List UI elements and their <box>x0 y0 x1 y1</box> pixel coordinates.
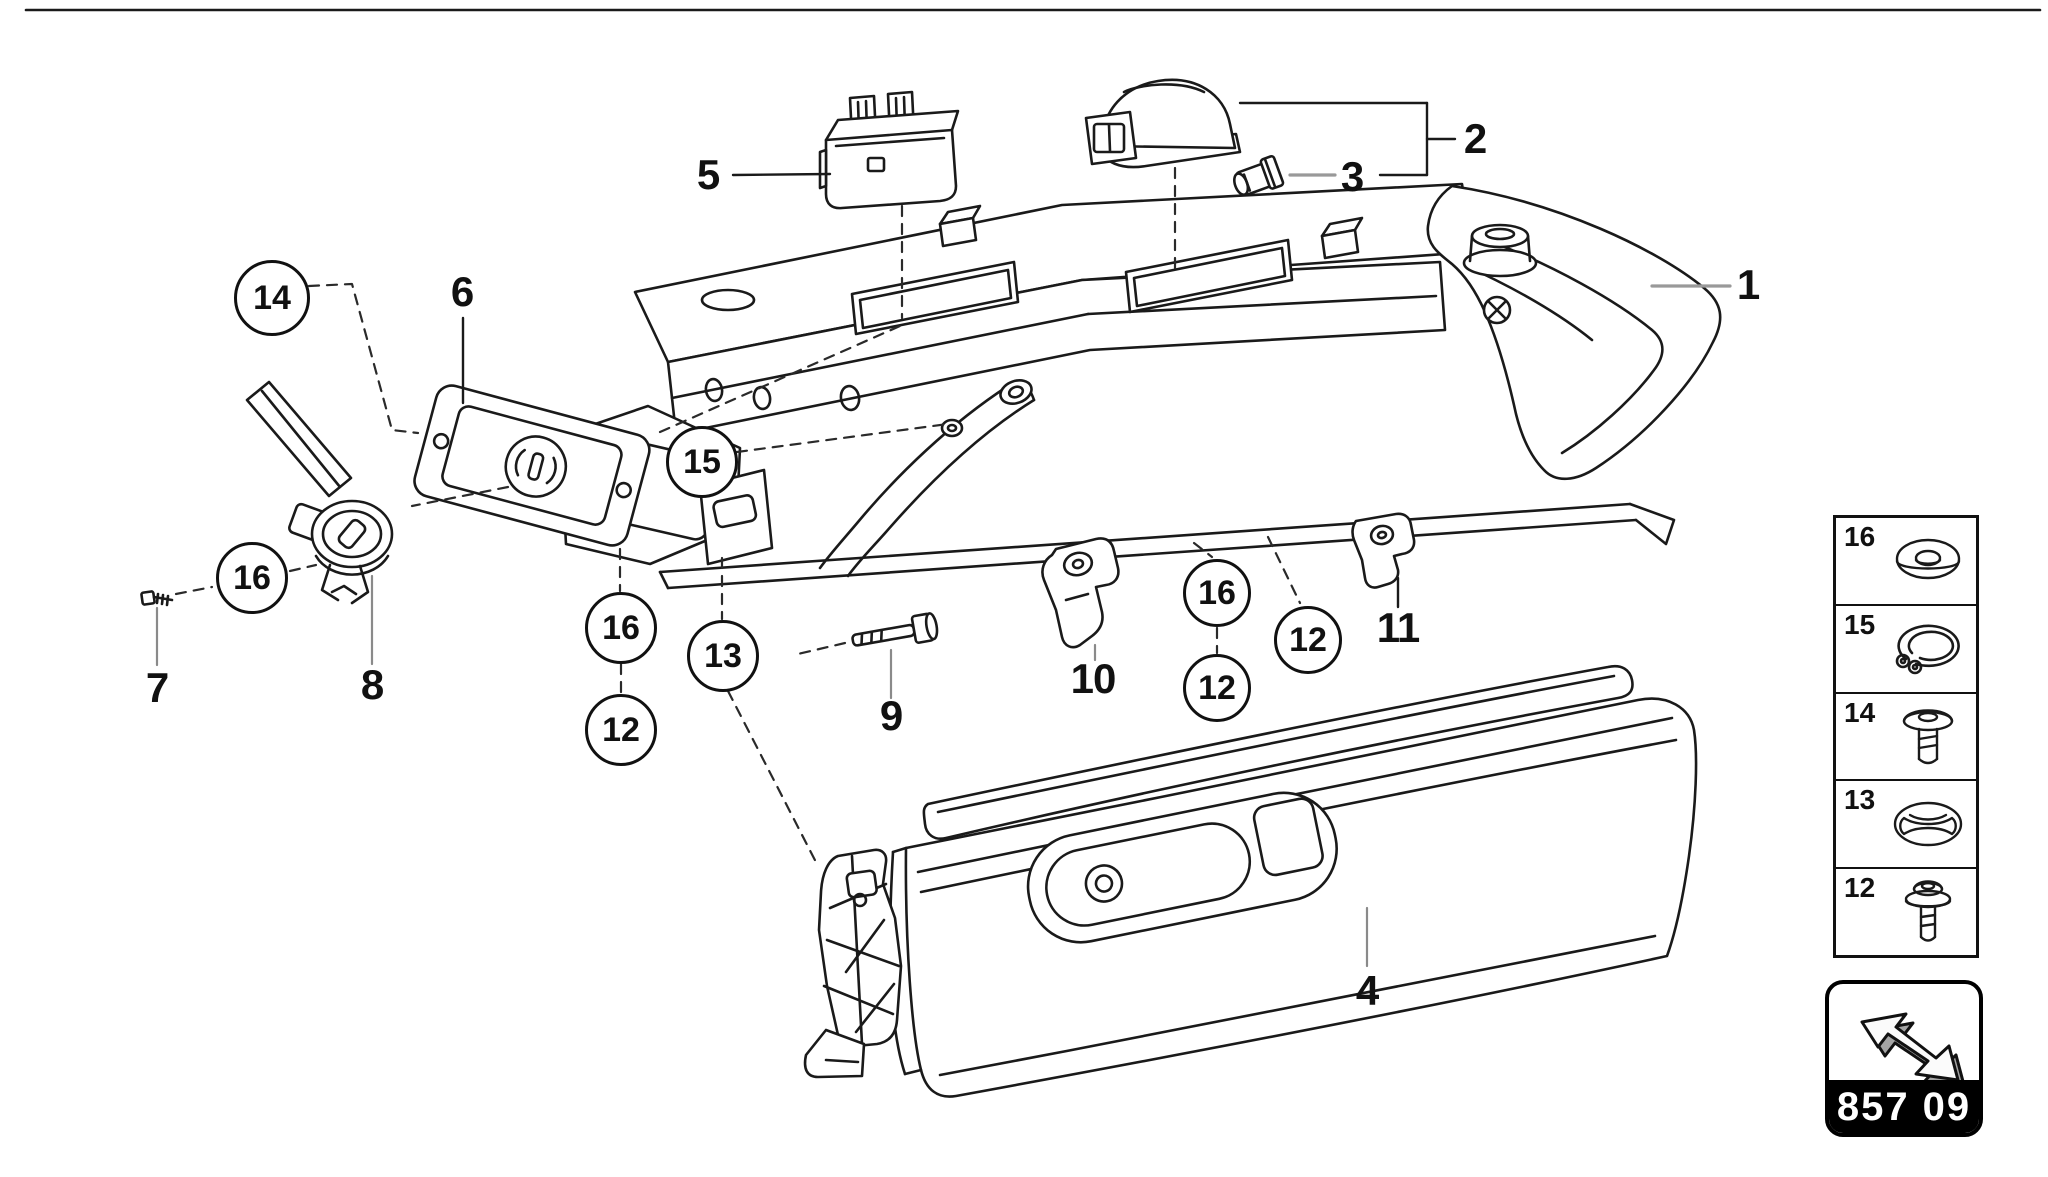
callout-2[interactable]: 2 <box>1463 115 1487 162</box>
legend-row-14[interactable]: 14 <box>1836 693 1976 782</box>
section-code: 857 09 <box>1836 1084 1972 1129</box>
courtesy-lamp-part2 <box>1084 78 1242 169</box>
callout-1[interactable]: 1 <box>1736 261 1760 308</box>
lock-bracket-part6 <box>413 384 651 547</box>
clip-part11 <box>1351 512 1416 589</box>
callout-circle-12-right[interactable]: 12 <box>1274 606 1342 674</box>
leader-lines <box>155 101 1732 968</box>
washer-icon <box>1895 538 1961 580</box>
flange-screw-icon <box>1904 880 1952 942</box>
callout-circle-16-left-label: 16 <box>233 558 271 597</box>
legend-number-14: 14 <box>1844 696 1876 728</box>
callout-circle-15[interactable]: 15 <box>666 426 738 498</box>
connector-part5 <box>818 90 960 210</box>
callout-circle-16-right-label: 16 <box>1198 573 1236 612</box>
legend-row-12[interactable]: 12 <box>1836 869 1976 955</box>
circlip-icon <box>1895 624 1960 674</box>
callout-9[interactable]: 9 <box>879 692 903 739</box>
clip-part10 <box>1041 537 1120 649</box>
lock-cylinder-part8 <box>245 380 394 605</box>
screw-part7 <box>140 590 174 607</box>
legend-row-16[interactable]: 16 <box>1836 518 1976 606</box>
assembly-dashed-lines <box>174 166 1302 868</box>
legend-number-12: 12 <box>1844 872 1876 904</box>
legend-number-16: 16 <box>1844 521 1876 552</box>
callout-circle-12-mid[interactable]: 12 <box>585 694 657 766</box>
callout-circle-16-mid[interactable]: 16 <box>585 592 657 664</box>
callout-5[interactable]: 5 <box>696 151 720 198</box>
glovebox-door-part4 <box>888 664 1698 1098</box>
callout-circle-15-label: 15 <box>683 442 721 481</box>
callout-10[interactable]: 10 <box>1070 655 1117 702</box>
callout-circle-12-right-label: 12 <box>1289 620 1327 659</box>
door-hinge-bracket <box>803 848 903 1079</box>
section-badge-band: 857 09 <box>1829 1080 1979 1133</box>
hardware-legend: 16 15 14 <box>1833 515 1979 958</box>
callout-circle-12-right-lower[interactable]: 12 <box>1183 654 1251 722</box>
callout-circle-16-right[interactable]: 16 <box>1183 559 1251 627</box>
callout-6[interactable]: 6 <box>450 268 474 315</box>
up-left-arrow-icon <box>1860 1012 1966 1084</box>
pan-head-screw-icon <box>1902 709 1954 765</box>
glovebox-housing-part1 <box>633 182 1722 481</box>
callout-circle-16-left[interactable]: 16 <box>216 542 288 614</box>
bolt-part9 <box>851 612 939 647</box>
callout-4[interactable]: 4 <box>1355 967 1379 1014</box>
callout-7[interactable]: 7 <box>145 664 169 711</box>
callout-3[interactable]: 3 <box>1340 153 1364 200</box>
callout-circle-16-mid-label: 16 <box>602 608 640 647</box>
callout-circle-12-mid-label: 12 <box>602 710 640 749</box>
callout-8[interactable]: 8 <box>360 661 384 708</box>
legend-number-13: 13 <box>1844 784 1876 816</box>
callout-11[interactable]: 11 <box>1376 604 1420 651</box>
callout-circle-12-right-lower-label: 12 <box>1198 668 1236 707</box>
section-badge[interactable]: 857 09 <box>1825 980 1983 1137</box>
callout-circle-13-label: 13 <box>704 636 742 675</box>
bulb-part3 <box>1233 154 1285 197</box>
legend-row-13[interactable]: 13 <box>1836 781 1976 870</box>
legend-number-15: 15 <box>1844 608 1876 640</box>
callout-circle-14[interactable]: 14 <box>234 260 310 336</box>
legend-row-15[interactable]: 15 <box>1836 605 1976 694</box>
oval-grommet-icon <box>1893 802 1963 847</box>
callout-circle-14-label: 14 <box>253 278 291 317</box>
callout-circle-13[interactable]: 13 <box>687 620 759 692</box>
